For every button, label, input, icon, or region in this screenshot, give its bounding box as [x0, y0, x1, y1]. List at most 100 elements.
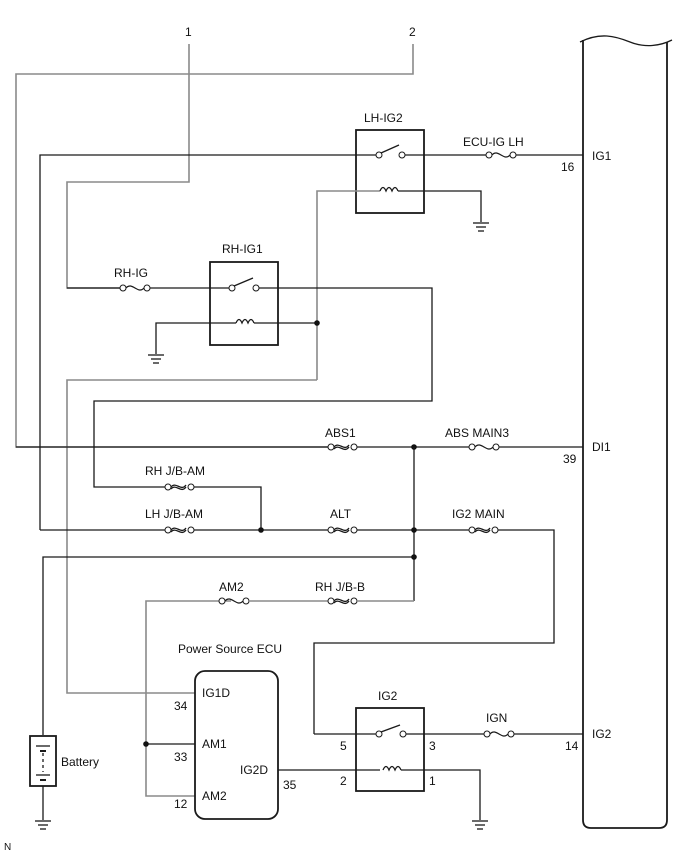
fuse-ign-icon: [489, 731, 509, 737]
fuse-lh-jb-am-icon: [164, 526, 195, 534]
connector-2-label: 2: [409, 25, 416, 39]
wire-ig2-ground: [401, 769, 481, 820]
fuse-ecu-ig-lh-terminal: [485, 151, 493, 159]
wire-connector-1: [66, 44, 190, 289]
wire-battery-feed: [42, 556, 414, 735]
corner-mark: N: [4, 842, 11, 853]
relay-ig2-pin-3: 3: [429, 739, 436, 753]
ecu-terminal-di1: DI1: [592, 440, 611, 454]
wire-ig1d-feed: [66, 379, 317, 694]
fuse-ign-terminal: [483, 730, 491, 738]
fuse-am2-label: AM2: [219, 580, 244, 594]
switch-blade: [380, 144, 400, 154]
fuse-abs-main3-icon: [474, 444, 494, 450]
fuse-rh-ig-terminal: [119, 284, 127, 292]
relay-lh-ig2: [355, 129, 425, 214]
fuse-rh-jb-b-icon: [327, 597, 358, 605]
battery-icon: [36, 745, 50, 781]
relay-ig2-label: IG2: [378, 689, 398, 703]
ecu-pin-14: 14: [565, 739, 579, 753]
wire-lh-ig2-coil-feed: [316, 190, 380, 380]
ecu-block-break-line: [579, 35, 673, 47]
fuse-abs1-label: ABS1: [325, 426, 356, 440]
relay-ig2-pin-1: 1: [429, 774, 436, 788]
power-source-ecu: [194, 670, 279, 820]
battery-label: Battery: [61, 755, 99, 769]
fuse-ign-label: IGN: [486, 711, 507, 725]
ecu-pin-34: 34: [174, 699, 188, 713]
wire-lh-ig2-ground: [398, 190, 482, 222]
fuse-am2-icon: [224, 598, 244, 604]
fuse-rh-jb-b-label: RH J/B-B: [315, 580, 365, 594]
fuse-ecu-ig-lh-icon: [491, 152, 511, 158]
switch-blade: [380, 724, 401, 733]
wire-rh-ig1-ground: [155, 322, 236, 354]
fuse-alt-label: ALT: [330, 507, 352, 521]
ecu-block: [582, 40, 668, 829]
fuse-ig2-main-label: IG2 MAIN: [452, 507, 505, 521]
switch-contact: [375, 151, 383, 159]
ecu-pin-16: 16: [561, 160, 575, 174]
wire-lh-jb-am-to-lh-ig2: [39, 154, 376, 530]
relay-coil-icon: [235, 318, 255, 325]
wire-connector-2: [15, 44, 414, 448]
fuse-am2-terminal: [242, 597, 250, 605]
relay-lh-ig2-label: LH-IG2: [364, 111, 403, 125]
ground-icon: [148, 354, 164, 364]
switch-contact: [228, 284, 236, 292]
switch-contact: [398, 151, 406, 159]
ecu-terminal-ig2d: IG2D: [240, 763, 268, 777]
fuse-rh-ig-label: RH-IG: [114, 266, 148, 280]
relay-rh-ig1: [209, 261, 279, 346]
relay-ig2-pin-2: 2: [340, 774, 347, 788]
junction-dot: [411, 554, 417, 560]
fuse-rh-ig-terminal: [143, 284, 151, 292]
wire-ig2-main-out: [313, 529, 555, 734]
wire-am-feed: [145, 600, 231, 797]
fuse-ign-terminal: [507, 730, 515, 738]
relay-ig2: [355, 707, 425, 792]
relay-coil-icon: [379, 186, 399, 193]
switch-contact: [399, 730, 407, 738]
fuse-abs1-icon: [327, 443, 358, 451]
fuse-rh-jb-am-label: RH J/B-AM: [145, 464, 205, 478]
switch-contact: [252, 284, 260, 292]
junction-dot: [411, 527, 417, 533]
fuse-lh-jb-am-label: LH J/B-AM: [145, 507, 203, 521]
fuse-rh-ig-icon: [125, 285, 145, 291]
ecu-pin-12: 12: [174, 797, 188, 811]
fuse-ecu-ig-lh-terminal: [509, 151, 517, 159]
fuse-abs-main3-terminal: [492, 443, 500, 451]
fuse-am2-terminal: [218, 597, 226, 605]
relay-rh-ig1-label: RH-IG1: [222, 242, 263, 256]
ecu-terminal-am2: AM2: [202, 789, 227, 803]
power-source-ecu-title: Power Source ECU: [178, 642, 282, 656]
ecu-terminal-ig2: IG2: [592, 727, 612, 741]
switch-blade: [233, 277, 254, 287]
wire: [194, 486, 262, 530]
fuse-rh-jb-am-icon: [164, 483, 195, 491]
fuse-ecu-ig-lh-label: ECU-IG LH: [463, 135, 524, 149]
ecu-terminal-ig1d: IG1D: [202, 686, 230, 700]
ecu-pin-35: 35: [283, 778, 297, 792]
connector-1-label: 1: [185, 25, 192, 39]
fuse-abs-main3-label: ABS MAIN3: [445, 426, 509, 440]
junction-dot: [143, 741, 149, 747]
fuse-ig2-main-icon: [468, 526, 499, 534]
wire-rh-ig1-out: [93, 287, 433, 488]
fuse-abs-main3-terminal: [468, 443, 476, 451]
ground-icon: [35, 820, 51, 830]
junction-dot: [258, 527, 264, 533]
junction-dot: [314, 320, 320, 326]
relay-coil-icon: [382, 765, 402, 772]
ecu-pin-33: 33: [174, 750, 188, 764]
ecu-pin-39: 39: [563, 452, 577, 466]
fuse-alt-icon: [327, 526, 358, 534]
switch-contact: [375, 730, 383, 738]
ecu-terminal-am1: AM1: [202, 737, 227, 751]
ground-icon: [473, 222, 489, 232]
relay-ig2-pin-5: 5: [340, 739, 347, 753]
ecu-terminal-ig1: IG1: [592, 149, 612, 163]
ground-icon: [472, 820, 488, 830]
